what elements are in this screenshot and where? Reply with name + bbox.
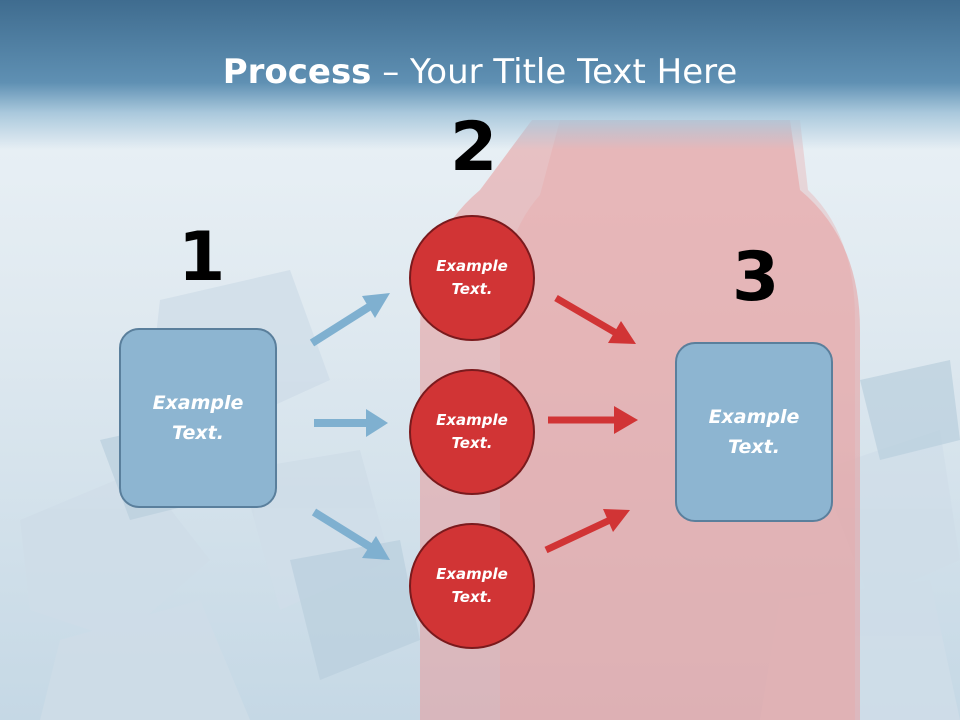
red-arrow-down bbox=[554, 294, 636, 344]
right-process-box[interactable]: Example Text. bbox=[675, 342, 833, 522]
step-number-2: 2 bbox=[450, 108, 498, 187]
blue-arrow-right bbox=[314, 409, 388, 437]
red-arrow-right bbox=[548, 406, 638, 434]
process-circle-bottom[interactable]: Example Text. bbox=[409, 523, 535, 649]
red-arrow-up bbox=[544, 509, 630, 554]
title-bar bbox=[0, 0, 960, 150]
step-number-1: 1 bbox=[178, 218, 226, 297]
blue-arrow-down bbox=[311, 508, 390, 560]
left-process-box[interactable]: Example Text. bbox=[119, 328, 277, 508]
title-bold: Process bbox=[222, 52, 372, 92]
slide-title: Process – Your Title Text Here bbox=[0, 52, 960, 92]
title-rest: – Your Title Text Here bbox=[371, 52, 738, 92]
process-circle-middle[interactable]: Example Text. bbox=[409, 369, 535, 495]
step-number-3: 3 bbox=[732, 238, 780, 317]
blue-arrow-up bbox=[309, 293, 390, 347]
process-circle-top[interactable]: Example Text. bbox=[409, 215, 535, 341]
